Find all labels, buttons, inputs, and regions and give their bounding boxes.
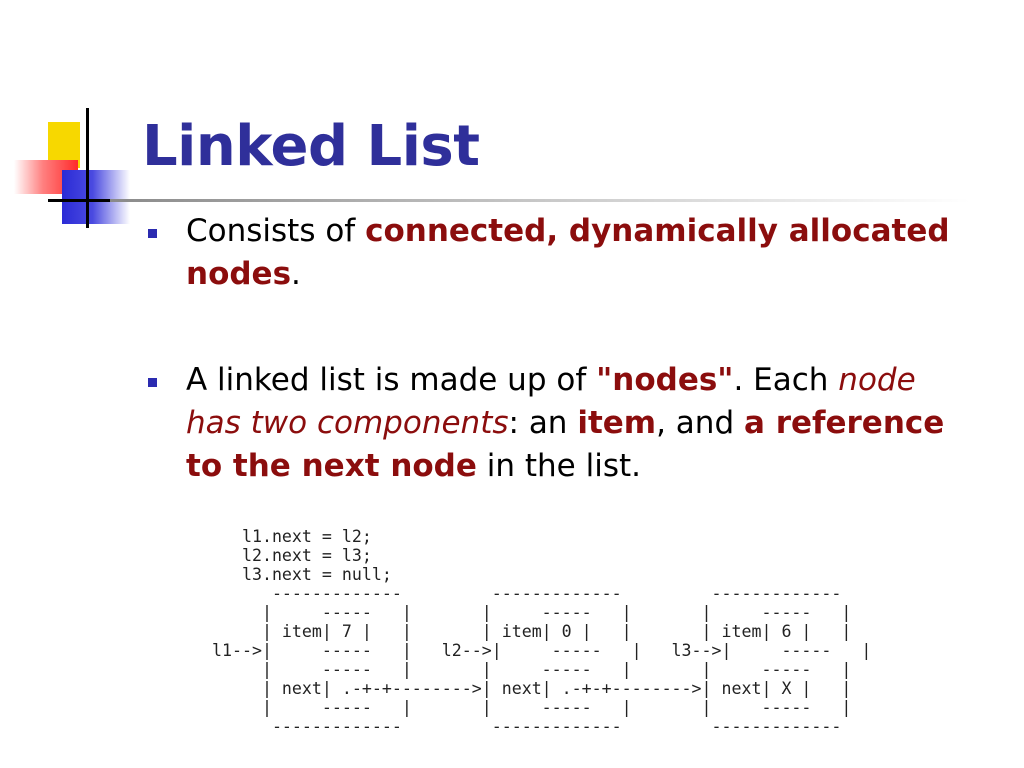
emphasis-text: item — [577, 405, 657, 441]
slide-title: Linked List — [142, 114, 480, 179]
text-segment: . Each — [733, 362, 839, 398]
decorative-horizontal-line — [48, 199, 140, 202]
diagram-line: | ----- | | ----- | | ----- | — [212, 660, 852, 679]
emphasis-text: connected, dynamically allocated nodes — [186, 213, 950, 292]
text-segment: , and — [656, 405, 744, 441]
text-segment: A linked list is made up of — [186, 362, 597, 398]
diagram-line: | item| 7 | | | item| 0 | | | item| 6 | … — [212, 622, 852, 641]
diagram-line: ------------- ------------- ------------… — [212, 717, 842, 736]
diagram-line: | ----- | | ----- | | ----- | — [212, 603, 852, 622]
diagram-line: l1-->| ----- | l2-->| ----- | l3-->| ---… — [212, 641, 872, 660]
bullet-square-icon — [148, 229, 157, 238]
bullet-item: Consists of connected, dynamically alloc… — [148, 210, 978, 296]
diagram-line: | ----- | | ----- | | ----- | — [212, 698, 852, 717]
diagram-line: ------------- ------------- ------------… — [212, 584, 842, 603]
text-segment: Consists of — [186, 213, 366, 249]
bullet-text: A linked list is made up of "nodes". Eac… — [186, 362, 944, 484]
title-underline — [110, 199, 970, 202]
code-line: l3.next = null; — [212, 565, 392, 584]
code-line: l2.next = l3; — [212, 546, 372, 565]
decorative-vertical-line — [86, 108, 89, 228]
code-line: l1.next = l2; — [212, 527, 372, 546]
decorative-blue-square — [62, 170, 130, 224]
text-segment: . — [291, 256, 301, 292]
bullet-item: A linked list is made up of "nodes". Eac… — [148, 359, 978, 488]
bullet-text: Consists of connected, dynamically alloc… — [186, 213, 950, 292]
diagram-line: | next| .-+-+-------->| next| .-+-+-----… — [212, 679, 852, 698]
text-segment: : an — [508, 405, 578, 441]
emphasis-text: a reference to the next node — [186, 405, 945, 484]
bullet-list: Consists of connected, dynamically alloc… — [148, 210, 978, 488]
emphasis-text: "nodes" — [596, 362, 734, 398]
bullet-square-icon — [148, 378, 157, 387]
text-segment: in the list. — [476, 448, 641, 484]
linked-list-code-diagram: l1.next = l2; l2.next = l3; l3.next = nu… — [212, 527, 872, 736]
italic-emphasis-text: node has two components — [186, 362, 916, 441]
